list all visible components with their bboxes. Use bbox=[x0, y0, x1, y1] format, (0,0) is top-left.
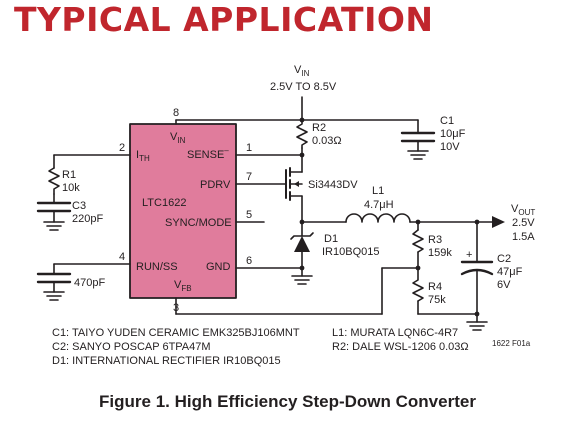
c1-value1: 10μF bbox=[440, 128, 466, 140]
note-left-2: C2: SANYO POSCAP 6TPA47M bbox=[52, 341, 211, 353]
d1-ground-symbol bbox=[291, 275, 313, 285]
r4-resistor bbox=[412, 267, 424, 302]
c3-ground-symbol bbox=[43, 221, 65, 231]
pin-gnd-label: GND bbox=[206, 261, 231, 273]
vout-current: 1.5A bbox=[512, 231, 535, 243]
r3-ref: R3 bbox=[428, 234, 442, 246]
pin-number-4: 4 bbox=[119, 251, 125, 263]
pin-vin-label: VIN bbox=[170, 131, 186, 145]
r4-ref: R4 bbox=[428, 281, 442, 293]
r4-value: 75k bbox=[428, 294, 446, 306]
note-right-1: L1: MURATA LQN6C-4R7 bbox=[332, 327, 458, 339]
pin-runss-label: RUN/SS bbox=[136, 261, 178, 273]
pin-vfb-label: VFB bbox=[174, 279, 192, 293]
l1-inductor bbox=[345, 213, 411, 223]
vout-voltage: 2.5V bbox=[512, 217, 535, 229]
c2-polarity: + bbox=[466, 249, 472, 261]
r2-ref: R2 bbox=[312, 122, 326, 134]
note-left-1: C1: TAIYO YUDEN CERAMIC EMK325BJ106MNT bbox=[52, 327, 300, 339]
c3-value: 220pF bbox=[72, 213, 103, 225]
c3-ref: C3 bbox=[72, 200, 86, 212]
css-value: 470pF bbox=[74, 277, 105, 289]
q1-part: Si3443DV bbox=[308, 179, 358, 191]
l1-ref: L1 bbox=[372, 185, 384, 197]
c1-ground-symbol bbox=[407, 150, 429, 160]
r3-value: 159k bbox=[428, 247, 452, 259]
r3-resistor bbox=[412, 229, 424, 253]
pin-number-7: 7 bbox=[246, 171, 252, 183]
r1-ref: R1 bbox=[62, 169, 76, 181]
css-ground-symbol bbox=[43, 291, 65, 301]
vin-label: VIN bbox=[294, 64, 310, 78]
chip-body bbox=[129, 123, 237, 299]
c2-ground-symbol bbox=[466, 321, 488, 331]
figure-caption: Figure 1. High Efficiency Step-Down Conv… bbox=[99, 392, 476, 411]
r2-resistor bbox=[296, 119, 308, 149]
pin-number-2: 2 bbox=[119, 142, 125, 154]
vout-label: VOUT bbox=[511, 203, 535, 217]
d1-diode bbox=[294, 236, 310, 252]
pin-pdrv-label: PDRV bbox=[200, 179, 231, 191]
note-right-2: R2: DALE WSL-1206 0.03Ω bbox=[332, 341, 469, 353]
d1-ref: D1 bbox=[324, 233, 338, 245]
l1-value: 4.7μH bbox=[364, 199, 394, 211]
pin-ith-label: ITH bbox=[136, 149, 150, 163]
chip-name: LTC1622 bbox=[142, 197, 186, 209]
page-title: TYPICAL APPLICATION bbox=[14, 0, 434, 39]
pin-number-5: 5 bbox=[246, 209, 252, 221]
vin-range: 2.5V TO 8.5V bbox=[270, 81, 337, 93]
c2-value1: 47μF bbox=[497, 266, 523, 278]
note-left-3: D1: INTERNATIONAL RECTIFIER IR10BQ015 bbox=[52, 355, 281, 367]
pin-sense-label: SENSE– bbox=[187, 146, 229, 161]
pin-number-3: 3 bbox=[173, 302, 179, 314]
c1-ref: C1 bbox=[440, 115, 454, 127]
pin-number-1: 1 bbox=[246, 142, 252, 154]
pin-sync-label: SYNC/MODE bbox=[165, 217, 232, 229]
drawing-id: 1622 F01a bbox=[492, 339, 531, 348]
d1-part: IR10BQ015 bbox=[322, 246, 379, 258]
c2-ref: C2 bbox=[497, 253, 511, 265]
r1-resistor bbox=[48, 167, 60, 195]
pin-number-6: 6 bbox=[246, 255, 252, 267]
pin-number-8: 8 bbox=[173, 107, 179, 119]
r1-value: 10k bbox=[62, 182, 80, 194]
vout-arrow bbox=[492, 216, 505, 228]
c1-value2: 10V bbox=[440, 141, 460, 153]
r2-value: 0.03Ω bbox=[312, 135, 342, 147]
c2-value2: 6V bbox=[497, 279, 511, 291]
